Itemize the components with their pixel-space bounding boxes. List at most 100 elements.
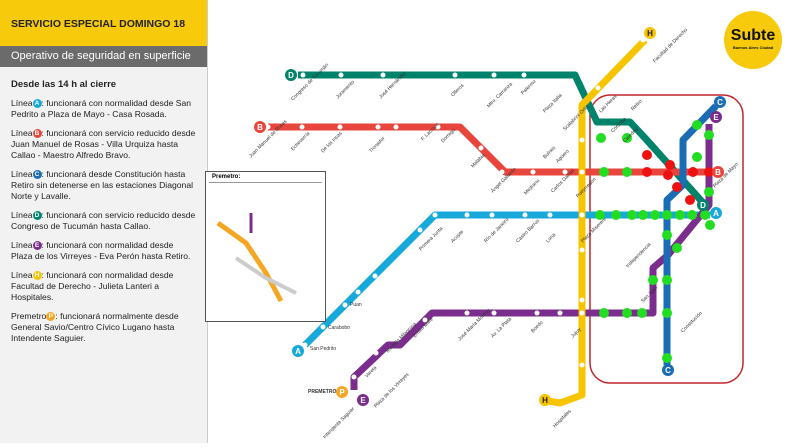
station-dot[interactable] <box>417 227 423 233</box>
station-dot[interactable] <box>579 169 585 175</box>
closed-station-marker[interactable] <box>685 195 695 205</box>
open-station-marker[interactable] <box>596 133 606 143</box>
station-dot[interactable] <box>489 212 495 218</box>
open-station-marker[interactable] <box>704 187 714 197</box>
station-dot[interactable] <box>491 310 497 316</box>
closed-station-marker[interactable] <box>672 182 682 192</box>
line-badge-icon: C <box>32 170 42 180</box>
line-status-text: : funcionará desde Constitución hasta Re… <box>11 169 194 201</box>
open-station-marker[interactable] <box>672 243 682 253</box>
station-dot[interactable] <box>562 119 568 125</box>
station-dot[interactable] <box>579 137 585 143</box>
station-dot[interactable] <box>640 37 646 43</box>
svg-text:D: D <box>700 201 706 210</box>
station-dot[interactable] <box>522 212 528 218</box>
station-dot[interactable] <box>579 247 585 253</box>
line-p-badge-icon: P <box>336 386 348 398</box>
line-a-badge-icon: A <box>292 345 304 357</box>
open-station-marker[interactable] <box>687 210 697 220</box>
station-dot[interactable] <box>452 72 458 78</box>
open-station-marker[interactable] <box>638 210 648 220</box>
station-dot[interactable] <box>393 124 399 130</box>
station-dot[interactable] <box>547 212 553 218</box>
open-station-marker[interactable] <box>648 275 658 285</box>
open-station-marker[interactable] <box>675 210 685 220</box>
open-station-marker[interactable] <box>622 167 632 177</box>
station-dot[interactable] <box>579 362 585 368</box>
station-dot[interactable] <box>342 302 348 308</box>
open-station-marker[interactable] <box>705 220 715 230</box>
line-badge-icon: D <box>32 211 42 221</box>
station-dot[interactable] <box>464 212 470 218</box>
station-dot[interactable] <box>579 310 585 316</box>
logo-text: Subte <box>730 27 776 44</box>
station-dot[interactable] <box>499 169 505 175</box>
station-dot[interactable] <box>380 72 386 78</box>
line-d <box>298 71 708 208</box>
open-station-marker[interactable] <box>662 275 672 285</box>
open-station-marker[interactable] <box>662 308 672 318</box>
closed-station-marker[interactable] <box>663 170 673 180</box>
open-station-marker[interactable] <box>662 353 672 363</box>
station-dot[interactable] <box>300 72 306 78</box>
station-dot[interactable] <box>422 317 428 323</box>
open-station-marker[interactable] <box>700 210 710 220</box>
line-d-badge-icon: D <box>697 199 709 211</box>
station-dot[interactable] <box>435 124 441 130</box>
closed-station-marker[interactable] <box>642 167 652 177</box>
closed-station-marker[interactable] <box>688 167 698 177</box>
line-h-badge-icon: H <box>539 394 551 406</box>
station-dot[interactable] <box>351 374 357 380</box>
station-dot[interactable] <box>338 72 344 78</box>
station-dot[interactable] <box>320 324 326 330</box>
station-dot[interactable] <box>265 124 271 130</box>
station-dot[interactable] <box>595 85 601 91</box>
open-station-marker[interactable] <box>622 133 632 143</box>
station-dot[interactable] <box>373 350 379 356</box>
station-dot[interactable] <box>521 72 527 78</box>
station-dot[interactable] <box>302 342 308 348</box>
open-station-marker[interactable] <box>650 210 660 220</box>
open-station-marker[interactable] <box>692 152 702 162</box>
station-dot[interactable] <box>432 212 438 218</box>
open-station-marker[interactable] <box>622 308 632 318</box>
station-dot[interactable] <box>355 289 361 295</box>
station-dot[interactable] <box>562 169 568 175</box>
open-station-marker[interactable] <box>595 210 605 220</box>
open-station-marker[interactable] <box>662 230 672 240</box>
svg-text:B: B <box>257 123 263 132</box>
open-station-marker[interactable] <box>611 210 621 220</box>
station-dot[interactable] <box>534 310 540 316</box>
open-station-marker[interactable] <box>662 210 672 220</box>
open-station-marker[interactable] <box>627 210 637 220</box>
station-dot[interactable] <box>549 95 555 101</box>
station-dot[interactable] <box>579 212 585 218</box>
closed-station-marker[interactable] <box>665 160 675 170</box>
station-dot[interactable] <box>478 145 484 151</box>
open-station-marker[interactable] <box>704 130 714 140</box>
station-dot[interactable] <box>337 124 343 130</box>
station-dot[interactable] <box>375 124 381 130</box>
station-dot[interactable] <box>299 124 305 130</box>
station-dot[interactable] <box>579 297 585 303</box>
line-prefix: Línea <box>11 240 33 250</box>
station-dot[interactable] <box>530 169 536 175</box>
security-zone <box>589 94 744 384</box>
open-station-marker[interactable] <box>599 308 609 318</box>
open-station-marker[interactable] <box>599 167 609 177</box>
closed-station-marker[interactable] <box>642 150 652 160</box>
closed-station-marker[interactable] <box>704 167 714 177</box>
line-h-badge-icon: H <box>644 27 656 39</box>
line-status-text: : funcionará con normalidad desde San Pe… <box>11 98 192 119</box>
line-c-badge-icon: C <box>662 364 674 376</box>
open-station-marker[interactable] <box>637 308 647 318</box>
station-dot[interactable] <box>372 273 378 279</box>
svg-text:D: D <box>288 71 294 80</box>
station-dot[interactable] <box>464 310 470 316</box>
line-h <box>547 37 648 407</box>
station-dot[interactable] <box>491 72 497 78</box>
station-dot[interactable] <box>557 310 563 316</box>
open-station-marker[interactable] <box>692 120 702 130</box>
